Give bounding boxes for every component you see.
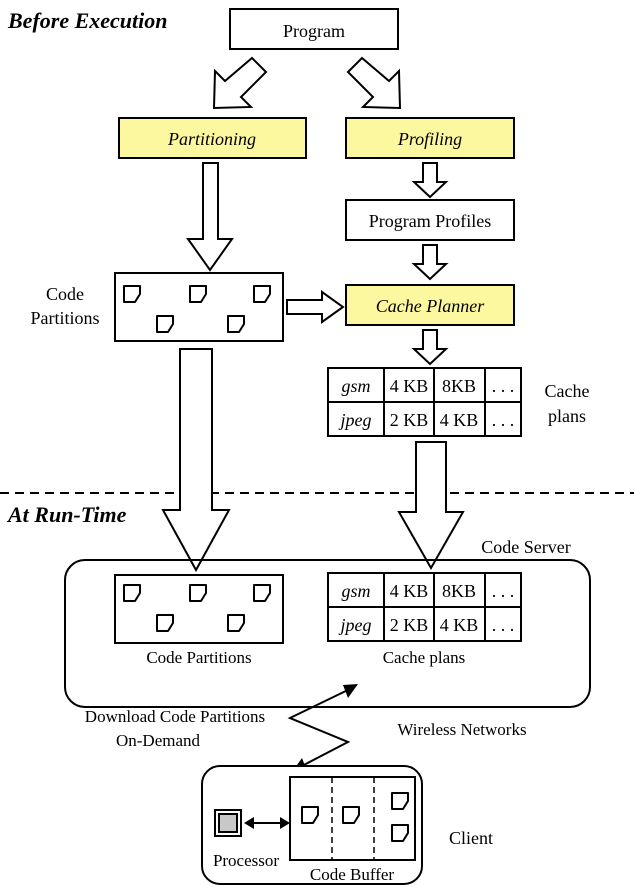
partition-page-icon: [391, 824, 409, 842]
code-partition-icons: [123, 285, 271, 333]
arrow-program-to-partitioning: [212, 56, 268, 110]
partition-page-icon: [301, 806, 319, 824]
partitioning-label: Partitioning: [167, 129, 256, 149]
partition-page-icon: [123, 584, 141, 602]
partition-page-icon: [342, 806, 360, 824]
partition-page-icon: [391, 792, 409, 810]
cache-planner-box: [345, 284, 515, 326]
code-server-box: [64, 559, 591, 708]
partition-page-icon: [156, 614, 174, 632]
wireless-link: [287, 687, 353, 769]
code-server-label: Code Server: [481, 537, 570, 557]
table-cell: . . .: [492, 410, 515, 430]
server-partition-icons: [123, 584, 271, 632]
processor-icon: [214, 809, 242, 837]
partitioning-box: [118, 117, 307, 159]
section-at-run-time: At Run-Time: [6, 502, 127, 527]
server-code-partitions-label: Code Partitions: [146, 648, 251, 667]
table-cell: gsm: [341, 581, 370, 601]
program-profiles-box: [345, 199, 515, 241]
arrow-partitions-to-server: [161, 348, 231, 573]
table-cell: . . .: [492, 376, 515, 396]
table-cell: 2 KB: [390, 615, 429, 635]
table-cell: . . .: [492, 581, 515, 601]
partition-page-icon: [227, 614, 245, 632]
wireless-arrowhead-top: [343, 684, 358, 698]
processor-label: Processor: [213, 851, 279, 870]
section-before-execution: Before Execution: [7, 8, 168, 33]
profiling-box: [345, 117, 515, 159]
table-cell: jpeg: [339, 410, 372, 430]
arrow-plans-to-server: [397, 441, 465, 571]
partition-page-icon: [123, 285, 141, 303]
code-partitions-caption-line1: Code: [46, 284, 84, 304]
arrow-partitioning-to-partitions: [186, 162, 234, 272]
table-cell: 8KB: [442, 581, 476, 601]
table-cell: jpeg: [339, 615, 372, 635]
cache-plans-caption-line2: plans: [548, 406, 586, 426]
server-cache-plans-table: gsm 4 KB 8KB . . . jpeg 2 KB 4 KB . . .: [327, 572, 522, 642]
table-cell: 4 KB: [440, 410, 479, 430]
arrow-profiles-to-planner: [411, 244, 449, 281]
arrow-program-to-profiling: [346, 56, 402, 110]
partition-page-icon: [156, 315, 174, 333]
partition-page-icon: [253, 285, 271, 303]
program-profiles-label: Program Profiles: [369, 211, 491, 231]
table-cell: . . .: [492, 615, 515, 635]
arrowhead-right-icon: [280, 817, 290, 829]
download-label-line2: On-Demand: [116, 731, 201, 750]
program-box: [229, 8, 399, 50]
download-label-line1: Download Code Partitions: [85, 707, 265, 726]
table-cell: gsm: [341, 376, 370, 396]
buffer-partition-icons: [301, 792, 409, 842]
code-buffer-label: Code Buffer: [310, 865, 395, 884]
code-partitions-caption-line2: Partitions: [30, 308, 99, 328]
table-cell: 2 KB: [390, 410, 429, 430]
table-cell: 4 KB: [440, 615, 479, 635]
partition-page-icon: [189, 584, 207, 602]
code-partitions-box: [114, 272, 284, 342]
cache-planner-label: Cache Planner: [376, 296, 485, 316]
table-cell: 4 KB: [390, 376, 429, 396]
server-cache-plans-label: Cache plans: [383, 648, 466, 667]
arrowhead-left-icon: [244, 817, 254, 829]
client-label: Client: [449, 828, 493, 848]
program-label: Program: [283, 21, 345, 41]
arrow-planner-to-plans: [411, 329, 449, 366]
table-cell: 4 KB: [390, 581, 429, 601]
partition-page-icon: [189, 285, 207, 303]
cache-plans-table: gsm 4 KB 8KB . . . jpeg 2 KB 4 KB . . .: [327, 367, 522, 437]
profiling-label: Profiling: [397, 129, 462, 149]
partition-page-icon: [253, 584, 271, 602]
arrow-profiling-to-profiles: [411, 162, 449, 199]
table-cell: 8KB: [442, 376, 476, 396]
cache-plans-caption-line1: Cache: [545, 381, 590, 401]
wireless-networks-label: Wireless Networks: [397, 720, 526, 739]
arrow-partitions-to-planner: [286, 290, 345, 324]
partition-page-icon: [227, 315, 245, 333]
